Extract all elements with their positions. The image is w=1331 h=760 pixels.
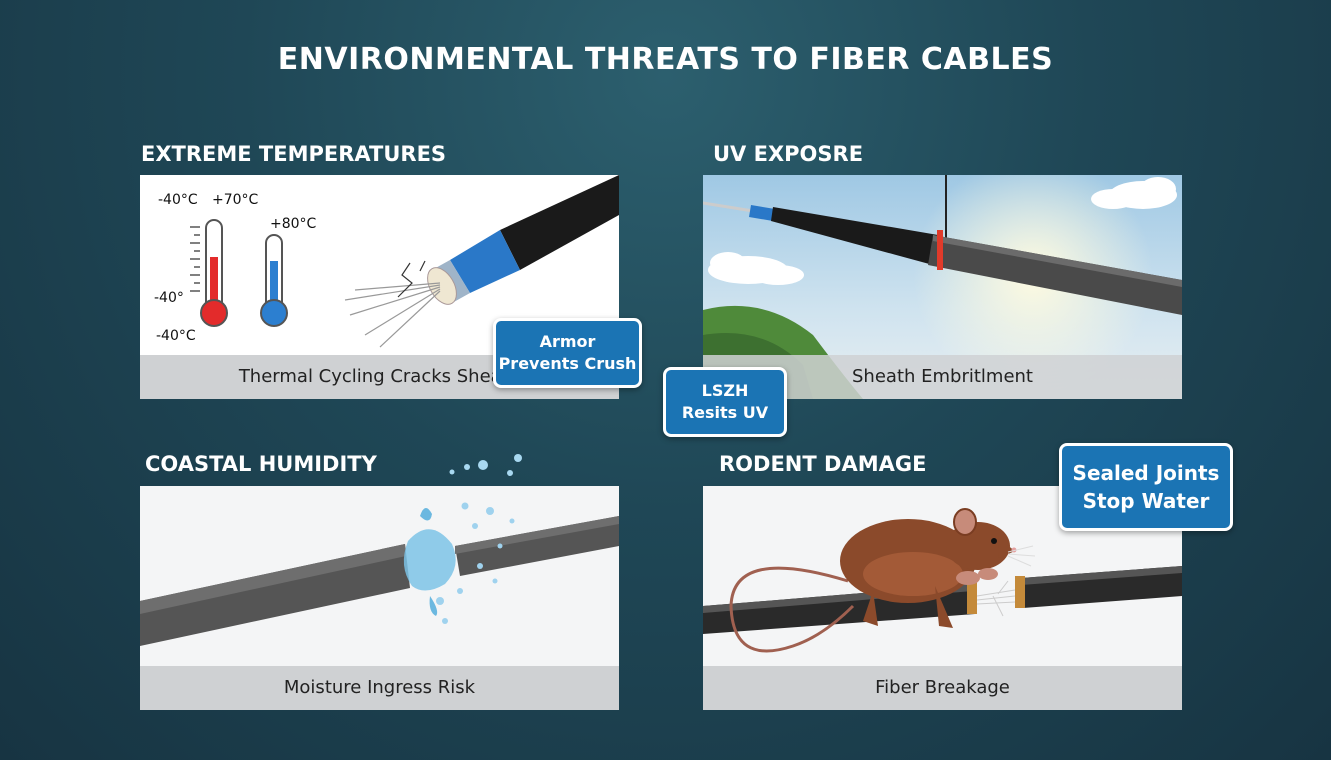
uv-cable-icon [703, 201, 1182, 315]
temp-label: -40° [154, 290, 184, 306]
cloud-icon [708, 252, 804, 285]
uv-illustration [703, 175, 1182, 399]
hot-thermometer-icon [200, 219, 228, 327]
callout-armor-line1: Armor [539, 332, 596, 351]
panel-rodent-damage: Fiber Breakage [703, 486, 1182, 710]
callout-sealed-line1: Sealed Joints [1072, 461, 1220, 485]
temp-label: +80°C [270, 216, 317, 232]
water-splash-icon [403, 502, 515, 624]
heading-extreme-temperatures: EXTREME TEMPERATURES [141, 142, 447, 166]
cold-thermometer-icon [260, 234, 288, 327]
heading-rodent-damage: RODENT DAMAGE [719, 452, 927, 476]
panel-coastal-humidity: Moisture Ingress Risk [140, 486, 619, 710]
humidity-cable-icon [140, 516, 619, 646]
cracked-cable-icon [344, 175, 619, 348]
callout-lszh: LSZH Resits UV [663, 367, 787, 437]
temp-label: -40°C [158, 192, 198, 208]
panel-uv-exposure: Sheath Embritlment [703, 175, 1182, 399]
callout-armor: Armor Prevents Crush [493, 318, 642, 388]
cloud-icon [1091, 177, 1177, 209]
heading-uv-exposure: UV EXPOSRE [713, 142, 864, 166]
callout-lszh-line1: LSZH [701, 381, 749, 400]
humidity-illustration [140, 502, 619, 646]
callout-lszh-line2: Resits UV [681, 403, 769, 422]
temp-label: -40°C [156, 328, 196, 344]
heading-coastal-humidity: COASTAL HUMIDITY [145, 452, 377, 476]
callout-armor-line2: Prevents Crush [498, 354, 637, 373]
callout-sealed-line2: Stop Water [1082, 489, 1210, 513]
temp-label: +70°C [212, 192, 259, 208]
caption-fiber-breakage: Fiber Breakage [703, 666, 1182, 710]
temperature-illustration [190, 175, 619, 348]
caption-moisture-ingress: Moisture Ingress Risk [140, 666, 619, 710]
page-title: ENVIRONMENTAL THREATS TO FIBER CABLES [277, 42, 1054, 77]
caption-thermal-cycling: Thermal Cycling Cracks Sheath [140, 355, 619, 399]
water-droplets-icon [449, 454, 522, 476]
rat-icon [729, 508, 1036, 653]
callout-sealed-joints: Sealed Joints Stop Water [1059, 443, 1233, 531]
thermometer-scale [190, 226, 200, 292]
rodent-illustration [703, 508, 1182, 653]
panel-extreme-temperatures: -40°C +70°C +80°C -40° -40°C Thermal Cyc… [140, 175, 619, 399]
